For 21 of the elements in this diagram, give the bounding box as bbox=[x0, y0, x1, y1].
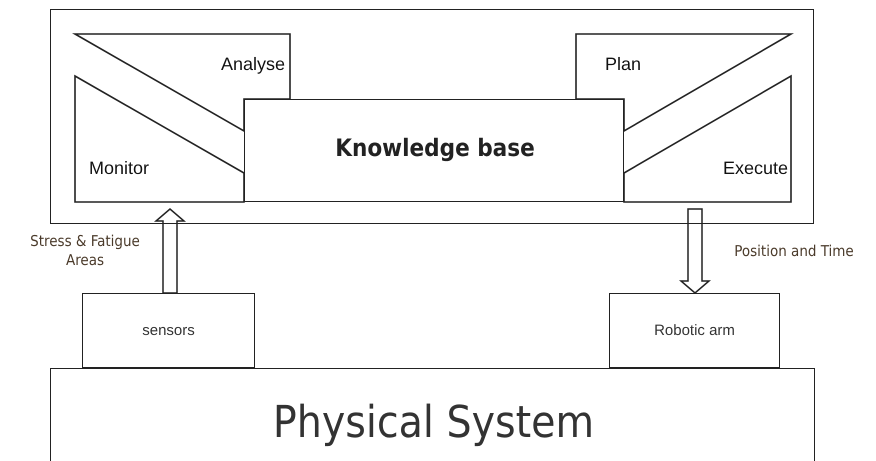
box-label: sensors bbox=[141, 320, 196, 340]
block-title: Physical System bbox=[272, 397, 596, 448]
phase-label: Plan bbox=[605, 54, 642, 75]
block-arrow bbox=[154, 208, 186, 294]
box-label: Robotic arm bbox=[653, 320, 736, 340]
block-arrow bbox=[678, 208, 712, 294]
system-block bbox=[50, 368, 815, 461]
trapezoid-shape bbox=[576, 34, 791, 131]
box-title: Knowledge base bbox=[334, 134, 536, 162]
knowledge-box bbox=[244, 99, 624, 202]
trapezoid-shape bbox=[75, 34, 290, 131]
component-box bbox=[82, 293, 255, 368]
system-frame bbox=[50, 9, 814, 224]
phase-label: Monitor bbox=[89, 158, 150, 179]
phase-label: Analyse bbox=[220, 54, 285, 75]
edge-label: Stress & Fatigue Areas bbox=[29, 232, 141, 270]
trapezoid-shape bbox=[75, 76, 244, 202]
edge-label: Position and Time bbox=[733, 242, 855, 261]
component-box bbox=[609, 293, 780, 368]
phase-label: Execute bbox=[722, 158, 788, 179]
trapezoid-shape bbox=[624, 76, 791, 202]
